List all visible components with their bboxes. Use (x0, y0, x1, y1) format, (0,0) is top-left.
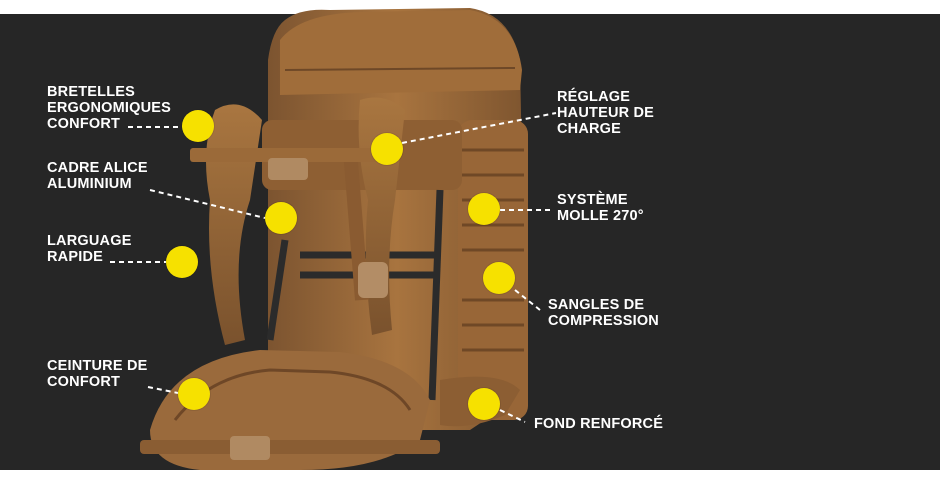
marker-fond (468, 388, 500, 420)
marker-larguage (166, 246, 198, 278)
marker-sangles (483, 262, 515, 294)
marker-reglage (371, 133, 403, 165)
callout-molle-label: SYSTÈME MOLLE 270° (557, 192, 644, 224)
callout-sangles-label: SANGLES DE COMPRESSION (548, 297, 659, 329)
marker-bretelles (182, 110, 214, 142)
callout-cadre-label: CADRE ALICE ALUMINIUM (47, 160, 148, 192)
marker-molle (468, 193, 500, 225)
callout-larguage-label: LARGUAGE RAPIDE (47, 233, 132, 265)
marker-ceinture (178, 378, 210, 410)
marker-cadre (265, 202, 297, 234)
callout-fond-label: FOND RENFORCÉ (534, 416, 664, 432)
callout-bretelles-label: BRETELLES ERGONOMIQUES CONFORT (47, 84, 172, 132)
callout-ceinture-label: CEINTURE DE CONFORT (47, 358, 148, 390)
callout-reglage-label: RÉGLAGE HAUTEUR DE CHARGE (557, 89, 655, 137)
